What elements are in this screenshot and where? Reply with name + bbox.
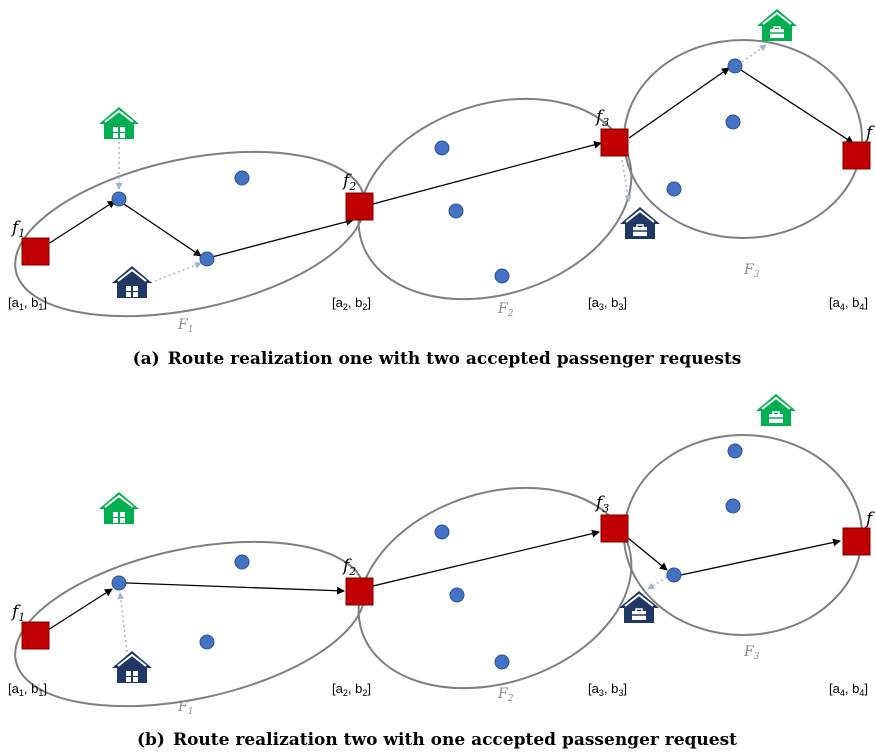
stop-node [111,575,127,591]
stop-node [234,170,250,186]
depot-label: f [864,509,875,529]
route-arc [680,538,841,576]
route-arc [628,67,730,139]
workplace-icon [619,591,659,623]
request-link [149,261,202,284]
stop-node [199,634,215,650]
request-link [621,159,632,202]
depot-square [600,128,629,157]
depot-label: f1 [10,218,25,240]
stop-node [666,181,682,197]
request-link [647,576,668,590]
depot-label: f2 [341,171,356,193]
route-arc [627,537,668,571]
stop-node [725,498,741,514]
route-arc [372,529,600,587]
time-window-label: [a2, b2] [332,681,371,698]
stop-node [494,268,510,284]
depot-label: f3 [594,493,609,515]
request-link [741,44,767,63]
time-window-label: [a2, b2] [332,295,371,312]
stop-node [448,203,464,219]
time-window-label: [a1, b1] [8,295,47,312]
home-icon [99,492,139,524]
time-window-label: [a4, b4] [829,681,868,698]
depot-square [345,577,374,606]
stop-node [234,554,250,570]
home-icon [112,651,152,683]
stop-node [434,524,450,540]
panel-a: f1 f2 f3 f [a1, b1] [a2, b2] [a3, b3] [a… [8,9,875,369]
depot-label: f2 [341,556,356,578]
workplace-icon [620,207,660,239]
route-arc [47,200,116,245]
stop-node [727,58,743,74]
depot-square [600,514,629,543]
zone-label: F2 [497,686,514,704]
workplace-icon [756,394,796,426]
stop-node [199,251,215,267]
depot-square [345,192,374,221]
home-icon [112,266,152,298]
time-window-label: [a3, b3] [588,295,627,312]
zone-ellipse-f3 [623,434,863,636]
route-arc [123,203,202,257]
depot-square [21,621,50,650]
depot-square [842,141,871,170]
home-icon [99,107,139,139]
panel-b: f1 f2 f3 f [a1, b1] [a2, b2] [a3, b3] [a… [8,394,875,750]
stop-node [725,114,741,130]
time-window-label: [a1, b1] [8,681,47,698]
depot-square [842,527,871,556]
panel-caption: (a)Route realization one with two accept… [133,349,742,369]
time-window-label: [a3, b3] [588,681,627,698]
stop-node [111,191,127,207]
zone-label: F1 [177,699,193,717]
route-arc [372,140,602,205]
depot-square [21,237,50,266]
stop-node [434,140,450,156]
route-arc [125,582,345,595]
zone-ellipse-f3 [623,39,863,239]
panel-caption: (b)Route realization two with one accept… [137,730,737,750]
zone-label: F2 [497,301,514,319]
route-arc [211,217,354,258]
stop-node [494,654,510,670]
zone-label: F3 [743,262,760,280]
depot-label: f3 [594,107,609,129]
zone-ellipse-f2 [357,97,633,301]
stop-node [727,443,743,459]
zone-label: F1 [177,317,193,335]
depot-label: f [864,123,875,143]
route-arc [47,588,113,631]
zone-ellipse-f2 [357,486,633,690]
time-window-label: [a4, b4] [829,295,868,312]
stop-node [449,587,465,603]
workplace-icon [757,9,797,41]
stop-node [666,567,682,583]
request-link [117,592,128,653]
zone-ellipse-f1 [14,150,366,318]
zone-label: F3 [743,644,760,662]
depot-label: f1 [10,602,25,624]
route-arc [740,69,854,144]
